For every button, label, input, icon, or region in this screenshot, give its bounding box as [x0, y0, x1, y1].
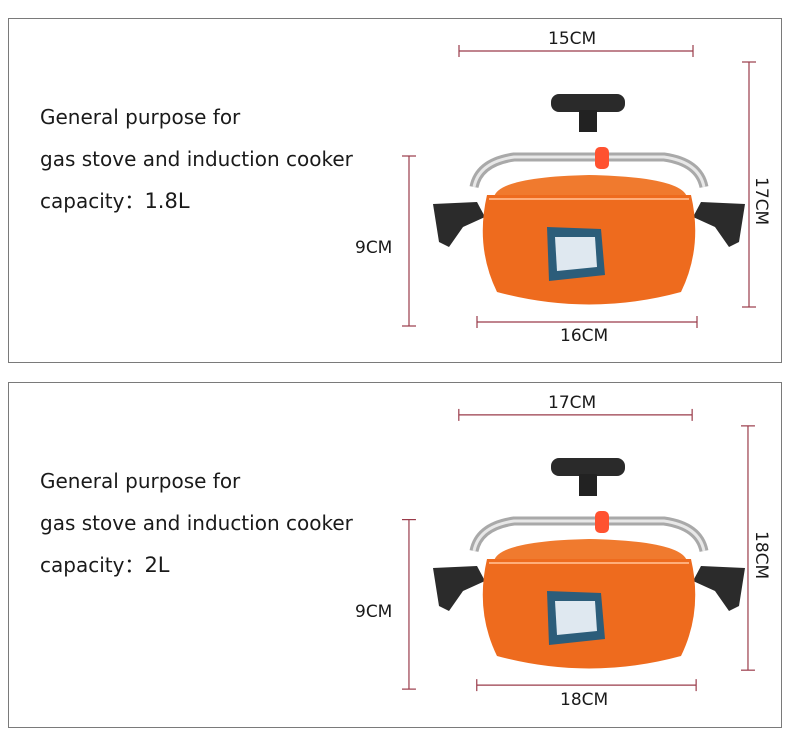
- dimension-lines: [401, 408, 755, 692]
- dim-bottom-label: 16CM: [560, 326, 609, 346]
- dim-top-label: 15CM: [548, 29, 597, 49]
- capacity-line: capacity：2L: [40, 555, 170, 576]
- dimension-lines: [402, 45, 756, 328]
- capacity-label: capacity：: [40, 189, 145, 213]
- pressure-cooker-image: [433, 458, 745, 669]
- capacity-value: 2L: [144, 553, 170, 577]
- desc-line-2: gas stove and induction cooker: [40, 147, 353, 171]
- product-panel-2: General purpose for gas stove and induct…: [8, 382, 782, 728]
- dim-bottom-label: 18CM: [560, 690, 609, 710]
- dim-top-label: 17CM: [548, 393, 597, 413]
- pressure-cooker-image: [433, 94, 745, 305]
- capacity-line: capacity：1.8L: [40, 191, 190, 212]
- capacity-label: capacity：: [40, 553, 145, 577]
- product-panel-1: General purpose for gas stove and induct…: [8, 18, 782, 363]
- desc-line-1: General purpose for: [40, 105, 241, 129]
- capacity-value: 1.8L: [144, 189, 190, 213]
- dim-left-label: 9CM: [355, 238, 393, 258]
- dim-left-label: 9CM: [355, 602, 393, 622]
- desc-line-2: gas stove and induction cooker: [40, 511, 353, 535]
- desc-line-1: General purpose for: [40, 469, 241, 493]
